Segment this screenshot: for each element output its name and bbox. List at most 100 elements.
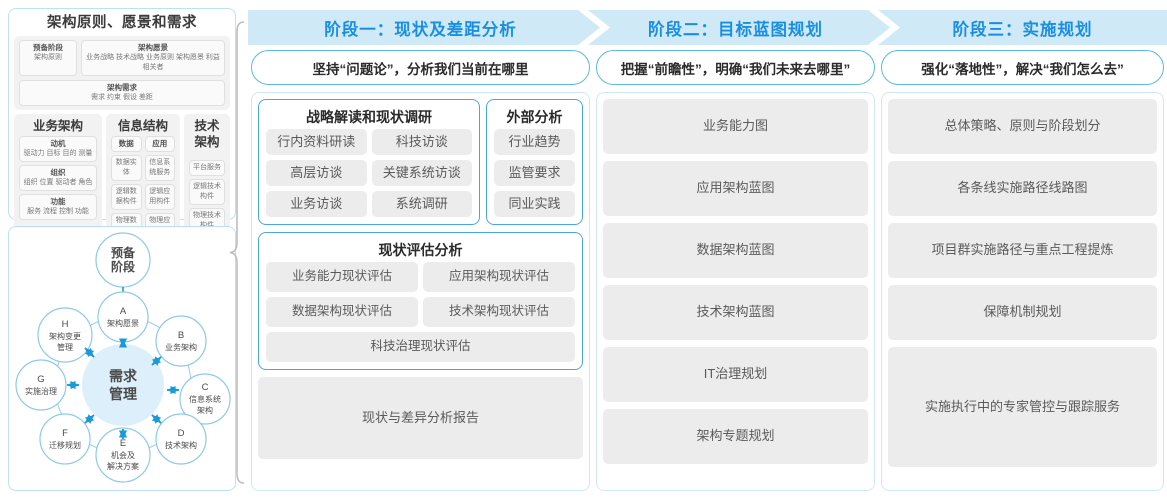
adm-cycle-svg: 预备 阶段 需求 管理 A 架构愿景 B 业务架构 C [15,232,231,483]
adm-node-c-label2: 架构 [197,405,213,415]
phase3-body: 总体策略、原则与阶段划分 各条线实施路径线路图 项目群实施路径与重点工程提炼 保… [881,92,1164,491]
tile-expert-control-tracking-service[interactable]: 实施执行中的专家管控与跟踪服务 [888,347,1157,467]
adm-node-b [155,315,207,367]
tile-tech-arch-assessment[interactable]: 技术架构现状评估 [423,297,575,327]
togaf-logical-data-cell: 逻辑数据构件 [111,184,142,210]
adm-node-h-label2: 管理 [57,342,73,352]
phase-column-1: 阶段一：现状及差距分析 坚持“问题论”，分析我们当前在哪里 战略解读和现状调研 … [248,0,593,499]
phase-header-band [248,10,1167,45]
tile-industry-trend[interactable]: 行业趋势 [494,129,575,155]
adm-node-e-label2: 解决方案 [107,461,139,471]
tile-assurance-mechanism-plan[interactable]: 保障机制规划 [888,285,1157,340]
adm-node-a-label: 架构愿景 [107,318,139,328]
tile-business-capability-map[interactable]: 业务能力图 [603,99,868,154]
tile-it-governance-assessment[interactable]: 科技治理现状评估 [266,332,575,362]
togaf-data-entity-cell: 数据实体 [111,155,142,181]
togaf-technology-architecture-group: 技术架构 平台服务 逻辑技术构件 物理技术构件 [184,114,230,243]
adm-node-c-label1: 信息系统 [189,394,221,404]
tile-exec-interview[interactable]: 高层访谈 [266,160,367,186]
togaf-logical-tech-cell: 逻辑技术构件 [189,179,225,205]
adm-node-f-letter: F [62,428,68,439]
adm-node-a-letter: A [120,306,127,317]
phase-columns: 阶段一：现状及差距分析 坚持“问题论”，分析我们当前在哪里 战略解读和现状调研 … [248,0,1167,499]
togaf-vision-cell: 架构愿景 业务战略 技术战略 业务原则 架构愿景 利益相关者 [81,40,225,76]
adm-prelim-line1: 预备 [111,245,136,260]
adm-node-g-label: 实施治理 [25,386,57,396]
adm-node-d [155,413,207,465]
adm-center-node [82,344,164,426]
phase2-body: 业务能力图 应用架构蓝图 数据架构蓝图 技术架构蓝图 IT治理规划 架构专题规划 [596,92,875,491]
phase1-chevron [248,10,600,45]
tile-regulatory-requirement[interactable]: 监管要求 [494,160,575,186]
togaf-arch-requirements-cell: 架构需求 需求 约束 假设 差距 [19,80,225,106]
adm-prelim-line2: 阶段 [111,259,136,274]
phase1-card-external-analysis: 外部分析 行业趋势 监管要求 同业实践 [486,99,583,225]
adm-node-h [37,307,93,363]
phase2-subtitle: 把握“前瞻性”，明确“我们未来去哪里” [596,50,875,85]
adm-center-line2: 管理 [109,386,137,402]
tile-program-path-key-projects[interactable]: 项目群实施路径与重点工程提炼 [888,223,1157,278]
phase1-subtitle: 坚持“问题论”，分析我们当前在哪里 [251,50,590,85]
togaf-organization-cell: 组织 组织 位置 驱动者 角色 [19,165,97,191]
tile-tech-arch-blueprint[interactable]: 技术架构蓝图 [603,285,868,340]
tile-arch-topic-plan[interactable]: 架构专题规划 [603,409,868,464]
grouping-brace [229,21,245,484]
tile-line-implementation-roadmap[interactable]: 各条线实施路径线路图 [888,161,1157,216]
togaf-business-architecture-group: 业务架构 动机 驱动力 目标 目的 测量 组织 组织 位置 驱动者 角色 功能 [14,114,102,243]
togaf-application-head-cell: 应用 [144,136,175,152]
togaf-information-structure-group: 信息结构 数据 数据实体 逻辑数据构件 [106,114,180,243]
adm-node-c-letter: C [202,382,209,393]
togaf-prelim-cell: 预备阶段 架构原则 [19,40,77,76]
tile-system-survey[interactable]: 系统调研 [371,191,472,217]
tile-application-arch-blueprint[interactable]: 应用架构蓝图 [603,161,868,216]
togaf-logical-app-cell: 逻辑应用构件 [144,184,175,210]
tile-data-arch-blueprint[interactable]: 数据架构蓝图 [603,223,868,278]
adm-center-line1: 需求 [109,368,138,384]
adm-node-a [97,291,149,343]
adm-node-d-label: 技术架构 [165,440,197,450]
phase3-subtitle: 强化“落地性”，解决“我们怎么去” [881,50,1164,85]
tile-tech-interview[interactable]: 科技访谈 [371,129,472,155]
adm-node-g-letter: G [37,374,44,385]
adm-node-h-letter: H [62,319,69,330]
adm-node-d-letter: D [178,428,185,439]
adm-node-b-label: 业务架构 [165,342,197,352]
adm-node-g [15,359,67,411]
togaf-info-system-service-cell: 信息系统服务 [144,155,175,181]
togaf-platform-service-cell: 平台服务 [189,160,225,176]
phase1-body: 战略解读和现状调研 行内资料研读 科技访谈 高层访谈 关键系统访谈 业务访谈 系… [251,92,590,491]
phase-column-2: 阶段二：目标蓝图规划 把握“前瞻性”，明确“我们未来去哪里” 业务能力图 应用架… [593,0,878,499]
adm-node-f-label: 迁移规划 [49,440,81,450]
adm-node-b-letter: B [178,330,184,341]
togaf-data-head-cell: 数据 [111,136,142,152]
phase3-chevron [878,10,1167,45]
tile-gap-analysis-report[interactable]: 现状与差异分析报告 [258,377,583,459]
adm-cycle-card: 预备 阶段 需求 管理 A 架构愿景 B 业务架构 C [8,226,236,491]
adm-node-c [179,373,231,425]
adm-node-e-letter: E [120,438,126,449]
tile-peer-practice[interactable]: 同业实践 [494,191,575,217]
adm-node-f [39,413,91,465]
tile-business-interview[interactable]: 业务访谈 [266,191,367,217]
phase2-title: 阶段二：目标蓝图规划 [648,20,823,39]
togaf-function-cell: 功能 服务 流程 控制 功能 [19,194,97,220]
phase1-title: 阶段一：现状及差距分析 [324,20,517,39]
phase-column-3: 阶段三：实施规划 强化“落地性”，解决“我们怎么去” 总体策略、原则与阶段划分 … [878,0,1167,499]
tile-business-capability-assessment[interactable]: 业务能力现状评估 [266,262,418,292]
togaf-title: 架构原则、愿景和需求 [47,15,197,31]
phase2-chevron [588,10,890,45]
tile-data-arch-assessment[interactable]: 数据架构现状评估 [266,297,418,327]
adm-node-e-label1: 机会及 [111,450,135,460]
adm-node-h-label1: 架构变更 [49,331,81,341]
phase1-card-current-state-assessment: 现状评估分析 业务能力现状评估 应用架构现状评估 数据架构现状评估 技术架构现状… [258,232,583,370]
left-reference-panel: 架构原则、愿景和需求 预备阶段 架构原则 架构愿景 业务战略 技术战略 业务原则… [8,8,236,491]
tile-it-governance-plan[interactable]: IT治理规划 [603,347,868,402]
tile-overall-strategy-principles[interactable]: 总体策略、原则与阶段划分 [888,99,1157,154]
tile-internal-doc-study[interactable]: 行内资料研读 [266,129,367,155]
togaf-requirements-group: 预备阶段 架构原则 架构愿景 业务战略 技术战略 业务原则 架构愿景 利益相关者… [14,36,230,110]
tile-key-system-interview[interactable]: 关键系统访谈 [371,160,472,186]
tile-application-arch-assessment[interactable]: 应用架构现状评估 [423,262,575,292]
togaf-motivation-cell: 动机 驱动力 目标 目的 测量 [19,136,97,162]
phase1-card-strategy-research: 战略解读和现状调研 行内资料研读 科技访谈 高层访谈 关键系统访谈 业务访谈 系… [258,99,480,225]
